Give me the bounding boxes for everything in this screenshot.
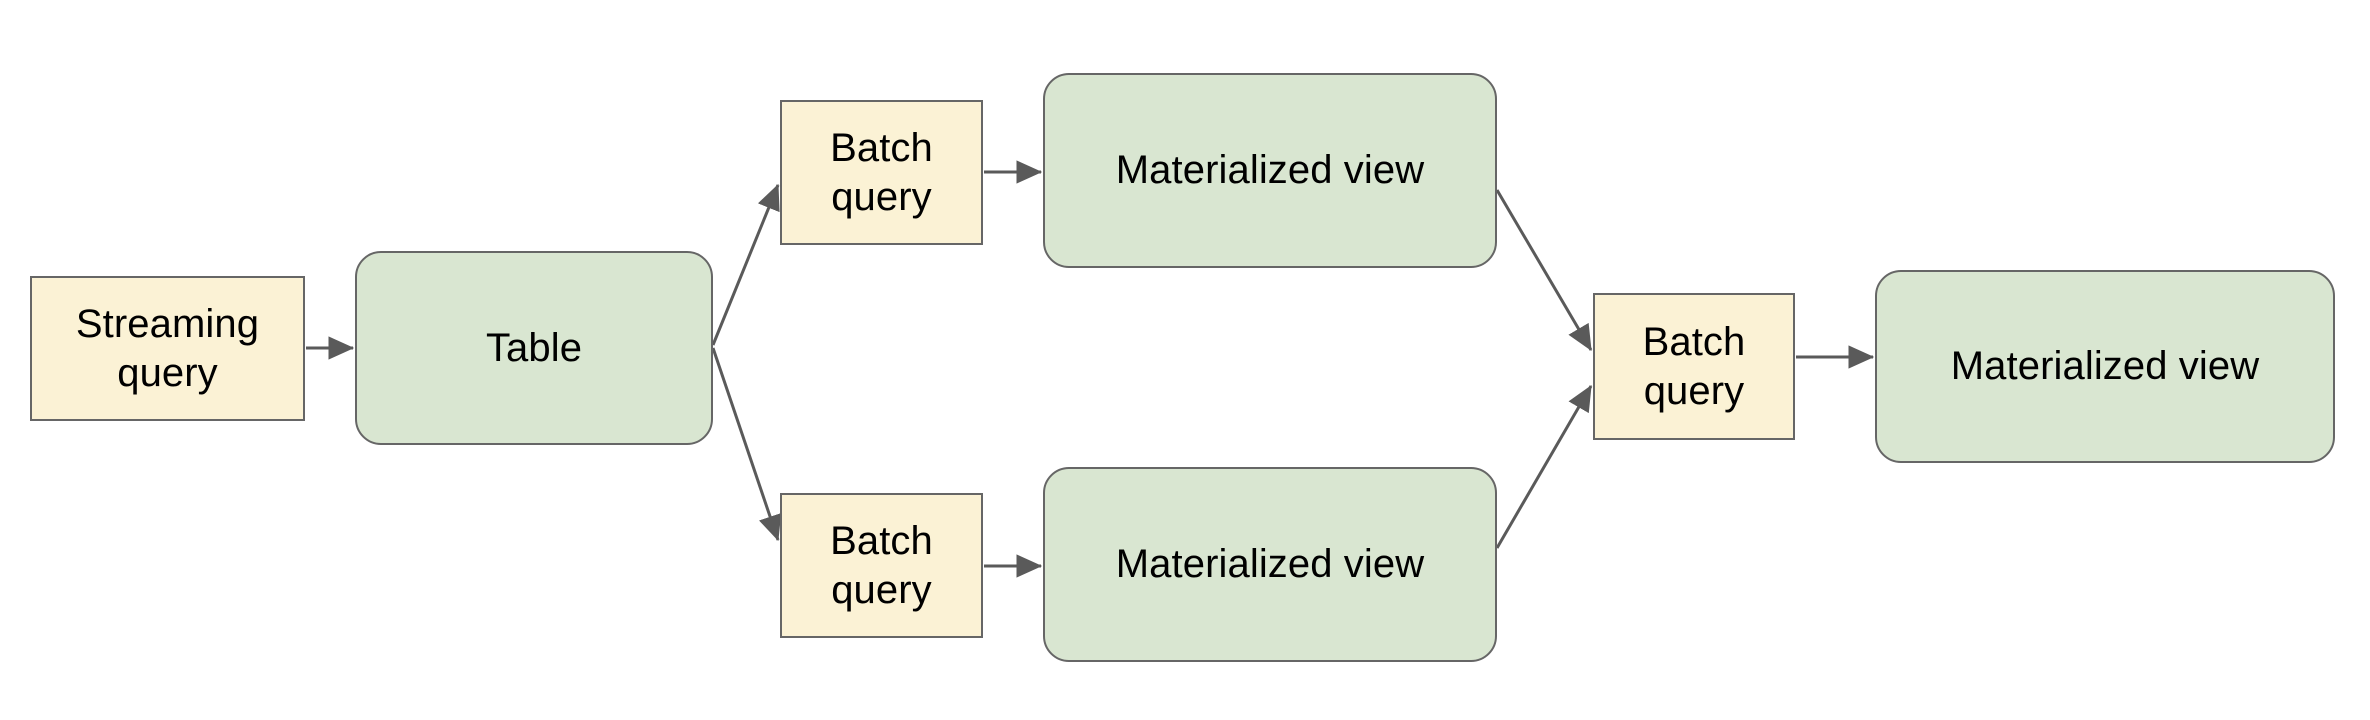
node-label: Table <box>485 325 583 370</box>
node-batch-query-bottom[interactable]: Batch query <box>780 493 983 638</box>
node-batch-query-merge[interactable]: Batch query <box>1593 293 1795 440</box>
node-label: Materialized view <box>1115 542 1425 587</box>
node-streaming-query[interactable]: Streaming query <box>30 276 305 421</box>
node-materialized-view-top[interactable]: Materialized view <box>1043 73 1497 268</box>
node-label: Materialized view <box>1950 344 2260 389</box>
edge-table-to-batch-query-top <box>711 183 780 346</box>
node-label: Batch query <box>830 125 933 219</box>
edge-materialized-view-top-to-batch-query-merge <box>1495 189 1593 352</box>
edge-table-to-batch-query-bottom <box>711 347 782 542</box>
node-batch-query-top[interactable]: Batch query <box>780 100 983 245</box>
node-materialized-view-final[interactable]: Materialized view <box>1875 270 2335 463</box>
node-label: Streaming query <box>75 301 260 395</box>
node-materialized-view-bottom[interactable]: Materialized view <box>1043 467 1497 662</box>
node-label: Materialized view <box>1115 148 1425 193</box>
node-table[interactable]: Table <box>355 251 713 445</box>
edge-materialized-view-bottom-to-batch-query-merge <box>1495 384 1593 549</box>
node-label: Batch query <box>830 518 933 612</box>
node-label: Batch query <box>1642 319 1746 413</box>
